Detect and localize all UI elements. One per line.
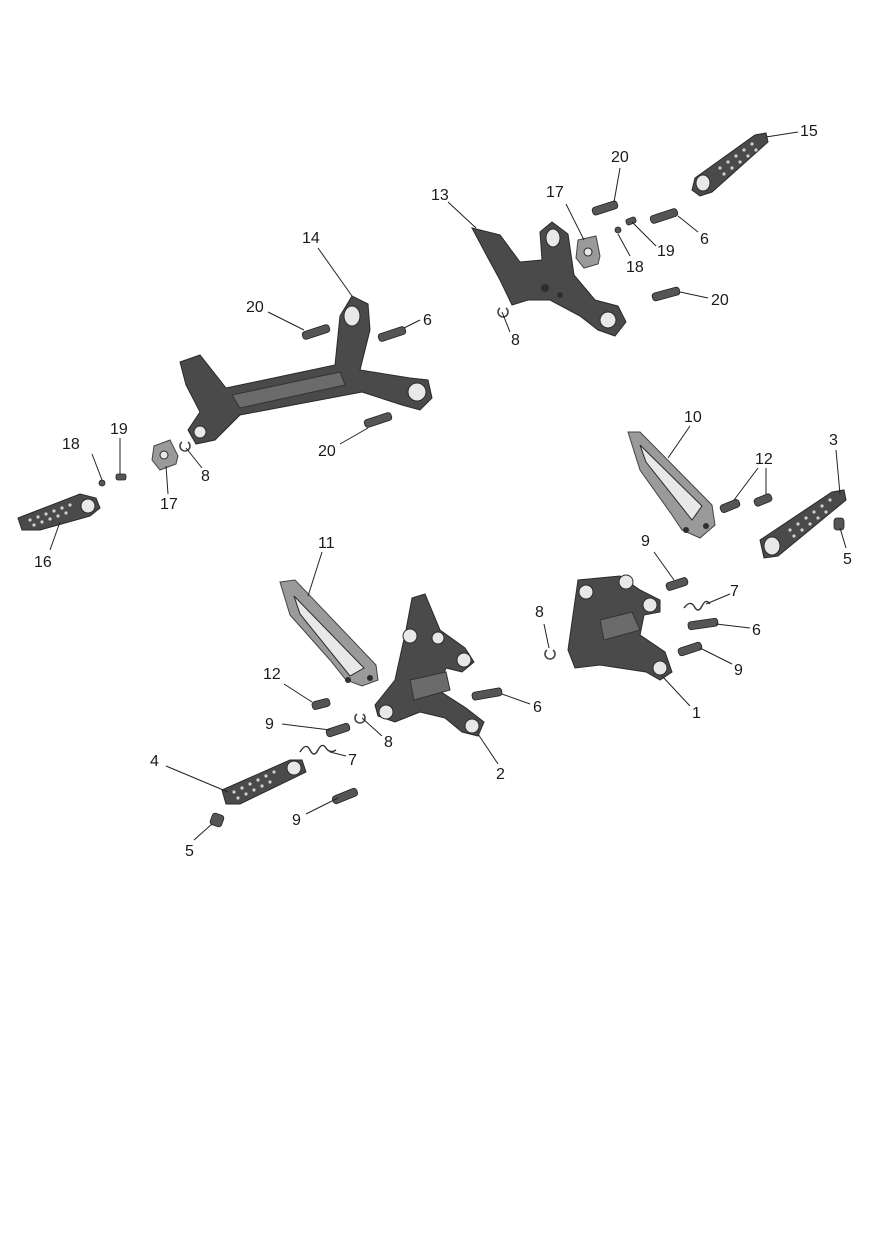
- callout-17a: 17: [160, 496, 178, 513]
- callout-1: 1: [692, 705, 701, 722]
- callout-12a: 12: [755, 451, 773, 468]
- callout-2: 2: [496, 766, 505, 783]
- callout-9b: 9: [734, 662, 743, 679]
- part-14-left-rear-hanger: [179, 295, 433, 445]
- circlips: [179, 307, 556, 724]
- callout-8b: 8: [201, 468, 210, 485]
- callout-10: 10: [684, 409, 702, 426]
- callout-20b: 20: [246, 299, 264, 316]
- callout-18b: 18: [626, 259, 644, 276]
- part-16-left-rear-footpeg: [17, 493, 101, 531]
- callout-13: 13: [431, 187, 449, 204]
- callout-18a: 18: [62, 436, 80, 453]
- callout-6d: 6: [533, 699, 542, 716]
- callout-16: 16: [34, 554, 52, 571]
- callout-17b: 17: [546, 184, 564, 201]
- callout-19a: 19: [110, 421, 128, 438]
- callout-9d: 9: [292, 812, 301, 829]
- callout-12b: 12: [263, 666, 281, 683]
- callout-6b: 6: [700, 231, 709, 248]
- part-4-left-rider-footpeg: [221, 759, 307, 805]
- callout-3: 3: [829, 432, 838, 449]
- part-10-right-heel-guard: [627, 431, 716, 539]
- callout-labels: 1 2 3 4 5 5 6 6 6 6 7 7 8 8 8 8 9 9 9 9 …: [34, 123, 852, 860]
- callout-6c: 6: [752, 622, 761, 639]
- callout-20c: 20: [711, 292, 729, 309]
- callout-8d: 8: [384, 734, 393, 751]
- part-3-right-rider-footpeg: [759, 489, 847, 559]
- part-2-left-rider-hanger: [374, 593, 485, 737]
- callout-11: 11: [318, 535, 335, 552]
- small-hardware: [98, 216, 845, 828]
- leader-lines: [49, 131, 847, 841]
- callout-9a: 9: [641, 533, 650, 550]
- callout-15: 15: [800, 123, 818, 140]
- callout-20d: 20: [318, 443, 336, 460]
- callout-19b: 19: [657, 243, 675, 260]
- callout-20a: 20: [611, 149, 629, 166]
- callout-6a: 6: [423, 312, 432, 329]
- callout-5a: 5: [185, 843, 194, 860]
- callout-8a: 8: [511, 332, 520, 349]
- callout-7b: 7: [348, 752, 357, 769]
- bolts: [301, 200, 773, 805]
- callout-7a: 7: [730, 583, 739, 600]
- part-15-right-rear-footpeg: [691, 132, 769, 197]
- springs: [299, 600, 711, 755]
- callout-8c: 8: [535, 604, 544, 621]
- part-13-right-rear-hanger: [471, 221, 627, 337]
- part-1-right-rider-hanger: [567, 574, 673, 681]
- callout-9c: 9: [265, 716, 274, 733]
- callout-5b: 5: [843, 551, 852, 568]
- callout-4: 4: [150, 753, 159, 770]
- part-11-left-heel-guard: [279, 579, 379, 687]
- callout-14: 14: [302, 230, 320, 247]
